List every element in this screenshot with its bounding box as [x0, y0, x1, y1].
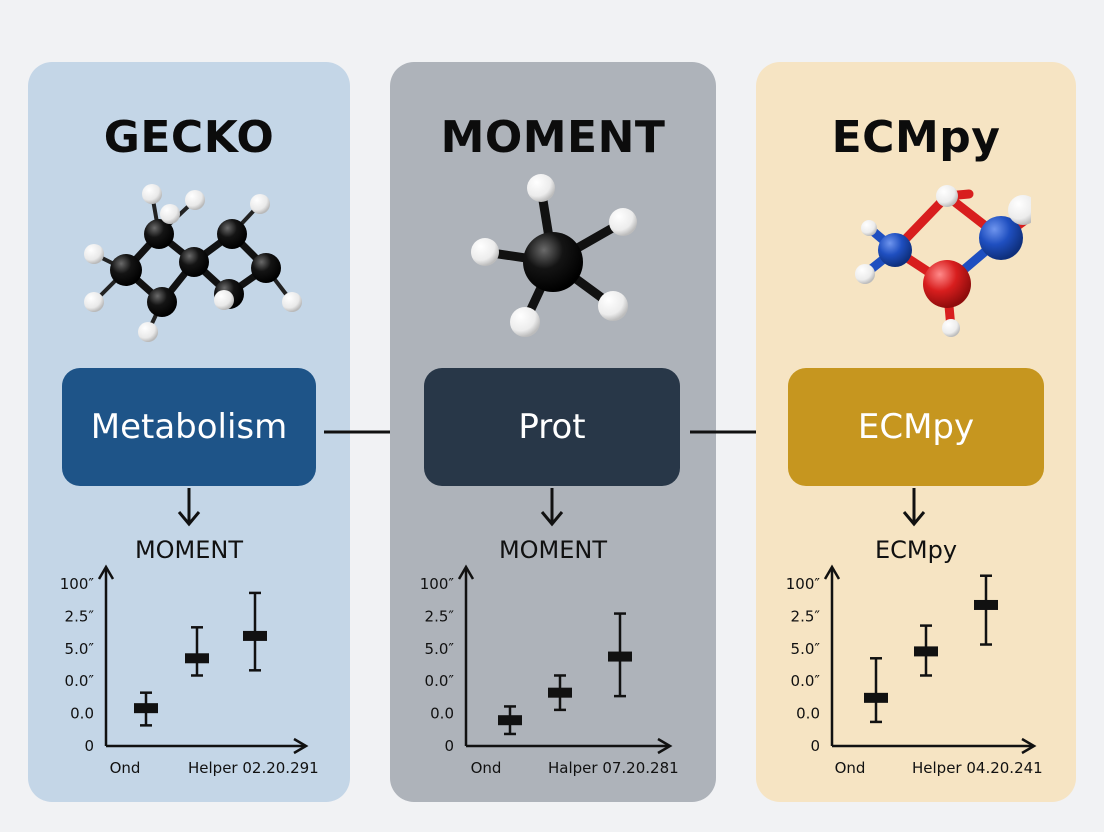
y-tick-label: 2.5″ [425, 607, 455, 625]
panel-title: ECMpy [831, 112, 1001, 163]
y-tick-label: 0.0″ [65, 672, 95, 690]
gecko-chart: 100″ 2.5″ 5.0″ 0.0″ 0.0 0 Ond Helper 02.20.291 [60, 564, 319, 777]
x-axis-arrowhead [293, 737, 309, 755]
x-tick-label: Ond [471, 759, 502, 777]
y-tick-label: 100″ [60, 575, 95, 593]
box-label: Metabolism [90, 407, 288, 447]
data-point [498, 705, 522, 736]
gecko-panel: GECKO [28, 62, 350, 802]
amine-oxygen-molecule-icon [855, 185, 1031, 337]
y-tick-label: 0.0″ [791, 672, 821, 690]
ecmpy-chart: 100″ 2.5″ 5.0″ 0.0″ 0.0 0 Ond Helper 04.20.241 [786, 564, 1043, 777]
y-tick-label: 0 [810, 737, 820, 755]
y-tick-label: 100″ [786, 575, 821, 593]
y-tick-label: 2.5″ [791, 607, 821, 625]
methane-molecule-icon [471, 174, 637, 337]
x-tick-labels: Ond Halper 07.20.281 [471, 759, 679, 777]
chart-subtitle: MOMENT [498, 536, 608, 564]
point-marker [608, 651, 632, 662]
down-arrow-icon [177, 488, 201, 527]
point-marker [185, 653, 209, 664]
moment-chart: 100″ 2.5″ 5.0″ 0.0″ 0.0 0 Ond Halper 07.20.281 [420, 564, 679, 777]
point-marker [914, 646, 938, 657]
y-tick-label: 0.0 [430, 705, 454, 723]
data-point [243, 591, 267, 672]
panel-title: GECKO [103, 112, 275, 163]
y-tick-label: 0.0 [796, 705, 820, 723]
chart-subtitle: MOMENT [134, 536, 244, 564]
x-tick-labels: Ond Helper 04.20.241 [835, 759, 1043, 777]
data-point [608, 612, 632, 698]
point-marker [243, 630, 267, 641]
box-label: Prot [518, 407, 586, 447]
y-tick-label: 0 [84, 737, 94, 755]
moment-panel: MOMENT Prot MOMENT 100″ [390, 62, 716, 802]
data-point [974, 574, 998, 646]
y-tick-labels: 100″ 2.5″ 5.0″ 0.0″ 0.0 0 [60, 575, 95, 755]
panel-title: MOMENT [440, 112, 666, 163]
y-tick-label: 2.5″ [65, 607, 95, 625]
y-tick-label: 5.0″ [791, 640, 821, 658]
y-tick-labels: 100″ 2.5″ 5.0″ 0.0″ 0.0 0 [420, 575, 455, 755]
y-tick-labels: 100″ 2.5″ 5.0″ 0.0″ 0.0 0 [786, 575, 821, 755]
down-arrow-icon [902, 488, 926, 527]
chart-subtitle: ECMpy [874, 536, 958, 564]
down-arrow-icon [540, 488, 564, 527]
x-tick-label: Halper 07.20.281 [548, 759, 679, 777]
point-marker [974, 599, 998, 610]
ecmpy-panel: ECMpy [756, 62, 1076, 802]
cyclic-hydrocarbon-molecule-icon [84, 184, 302, 342]
y-tick-label: 5.0″ [65, 640, 95, 658]
y-tick-label: 0 [444, 737, 454, 755]
data-point [864, 657, 888, 724]
data-point [548, 674, 572, 712]
x-axis-arrowhead [1021, 737, 1037, 755]
y-tick-label: 0.0 [70, 705, 94, 723]
ecmpy-box: ECMpy [788, 368, 1044, 486]
y-axis-arrowhead [457, 564, 475, 580]
y-axis-arrowhead [823, 564, 841, 580]
data-marks [864, 574, 998, 724]
point-marker [864, 692, 888, 703]
point-marker [498, 715, 522, 726]
x-tick-label: Ond [835, 759, 866, 777]
y-tick-label: 0.0″ [425, 672, 455, 690]
data-point [134, 691, 158, 727]
x-tick-labels: Ond Helper 02.20.291 [110, 759, 319, 777]
x-axis-arrowhead [657, 737, 673, 755]
data-point [914, 624, 938, 677]
x-tick-label: Helper 04.20.241 [912, 759, 1043, 777]
prot-box: Prot [424, 368, 680, 486]
y-axis-arrowhead [97, 564, 115, 580]
x-tick-label: Ond [110, 759, 141, 777]
data-point [185, 626, 209, 677]
point-marker [548, 687, 572, 698]
point-marker [134, 703, 158, 714]
x-tick-label: Helper 02.20.291 [188, 759, 319, 777]
y-tick-label: 100″ [420, 575, 455, 593]
metabolism-box: Metabolism [62, 368, 316, 486]
y-tick-label: 5.0″ [425, 640, 455, 658]
data-marks [498, 612, 632, 736]
data-marks [134, 591, 267, 727]
box-label: ECMpy [857, 407, 975, 447]
